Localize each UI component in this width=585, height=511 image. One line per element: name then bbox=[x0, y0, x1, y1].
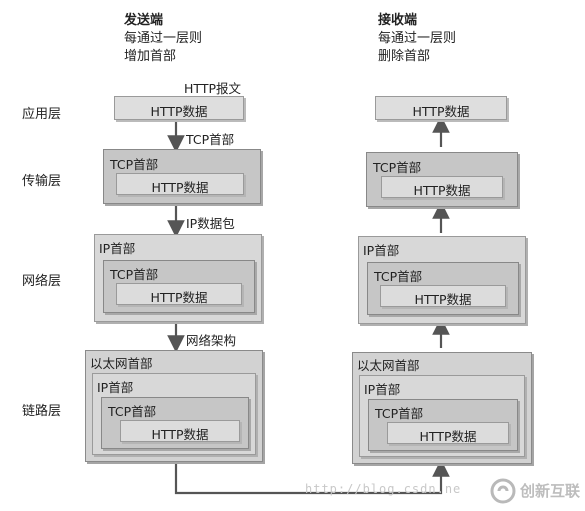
sender-transport-http-label: HTTP数据 bbox=[151, 180, 209, 195]
watermark-url: http://blog.csdn.ne bbox=[305, 482, 462, 496]
receiver-network-ip-box: IP首部 TCP首部 HTTP数据 bbox=[358, 236, 526, 324]
sender-link-ip-label: IP首部 bbox=[97, 380, 134, 395]
sender-transport-tcp-box: TCP首部 HTTP数据 bbox=[103, 149, 261, 204]
caption-ip-packet: IP数据包 bbox=[186, 216, 235, 231]
receiver-link-http-box: HTTP数据 bbox=[387, 422, 509, 444]
brand-text: 创新互联 bbox=[520, 482, 581, 500]
sender-link-ip-box: IP首部 TCP首部 HTTP数据 bbox=[92, 373, 256, 455]
sender-link-http-box: HTTP数据 bbox=[120, 420, 240, 442]
arrow-bottom-connector bbox=[174, 459, 450, 495]
sender-network-tcp-box: TCP首部 HTTP数据 bbox=[103, 260, 255, 313]
caption-network-frame: 网络架构 bbox=[186, 333, 237, 348]
layer-application: 应用层 bbox=[22, 107, 62, 122]
receiver-app-http-box: HTTP数据 bbox=[375, 96, 507, 120]
sender-transport-tcp-label: TCP首部 bbox=[110, 157, 159, 172]
sender-header: 发送端 每通过一层则 增加首部 bbox=[124, 12, 202, 66]
receiver-link-eth-label: 以太网首部 bbox=[357, 358, 420, 373]
sender-network-ip-box: IP首部 TCP首部 HTTP数据 bbox=[94, 234, 262, 322]
receiver-network-http-box: HTTP数据 bbox=[380, 285, 506, 307]
sender-transport-http-box: HTTP数据 bbox=[116, 173, 244, 195]
brand-logo-icon bbox=[490, 478, 516, 503]
receiver-line2: 删除首部 bbox=[378, 49, 431, 64]
sender-title: 发送端 bbox=[124, 13, 164, 28]
receiver-line1: 每通过一层则 bbox=[378, 31, 457, 46]
receiver-link-eth-box: 以太网首部 IP首部 TCP首部 HTTP数据 bbox=[352, 352, 532, 464]
watermark-brand: 创新互联 bbox=[486, 470, 585, 511]
receiver-link-http-label: HTTP数据 bbox=[419, 429, 477, 444]
receiver-network-tcp-label: TCP首部 bbox=[374, 269, 423, 284]
sender-network-tcp-label: TCP首部 bbox=[110, 267, 159, 282]
receiver-title: 接收端 bbox=[378, 13, 418, 28]
receiver-link-ip-label: IP首部 bbox=[364, 382, 401, 397]
layer-network: 网络层 bbox=[22, 274, 62, 289]
receiver-transport-tcp-box: TCP首部 HTTP数据 bbox=[366, 152, 518, 207]
receiver-app-http-label: HTTP数据 bbox=[412, 104, 470, 119]
caption-http-message: HTTP报文 bbox=[184, 81, 241, 96]
caption-tcp-header: TCP首部 bbox=[186, 132, 235, 147]
sender-link-eth-box: 以太网首部 IP首部 TCP首部 HTTP数据 bbox=[85, 350, 263, 462]
sender-app-http-box: HTTP数据 bbox=[114, 96, 244, 120]
sender-line1: 每通过一层则 bbox=[124, 31, 203, 46]
receiver-link-tcp-label: TCP首部 bbox=[375, 406, 424, 421]
receiver-transport-http-label: HTTP数据 bbox=[413, 183, 471, 198]
sender-link-eth-label: 以太网首部 bbox=[90, 356, 153, 371]
sender-app-http-label: HTTP数据 bbox=[150, 104, 208, 119]
receiver-link-ip-box: IP首部 TCP首部 HTTP数据 bbox=[359, 375, 525, 457]
receiver-network-http-label: HTTP数据 bbox=[414, 292, 472, 307]
sender-network-http-label: HTTP数据 bbox=[150, 290, 208, 305]
receiver-link-tcp-box: TCP首部 HTTP数据 bbox=[368, 399, 518, 451]
sender-link-tcp-label: TCP首部 bbox=[108, 404, 157, 419]
sender-network-ip-label: IP首部 bbox=[99, 241, 136, 256]
receiver-transport-tcp-label: TCP首部 bbox=[373, 160, 422, 175]
receiver-network-ip-label: IP首部 bbox=[363, 243, 400, 258]
receiver-header: 接收端 每通过一层则 删除首部 bbox=[378, 12, 456, 66]
sender-line2: 增加首部 bbox=[124, 49, 177, 64]
sender-network-http-box: HTTP数据 bbox=[116, 283, 242, 305]
layer-link: 链路层 bbox=[22, 404, 62, 419]
sender-link-http-label: HTTP数据 bbox=[151, 427, 209, 442]
receiver-transport-http-box: HTTP数据 bbox=[381, 176, 503, 198]
layer-transport: 传输层 bbox=[22, 174, 62, 189]
sender-link-tcp-box: TCP首部 HTTP数据 bbox=[101, 397, 249, 449]
receiver-network-tcp-box: TCP首部 HTTP数据 bbox=[367, 262, 519, 315]
